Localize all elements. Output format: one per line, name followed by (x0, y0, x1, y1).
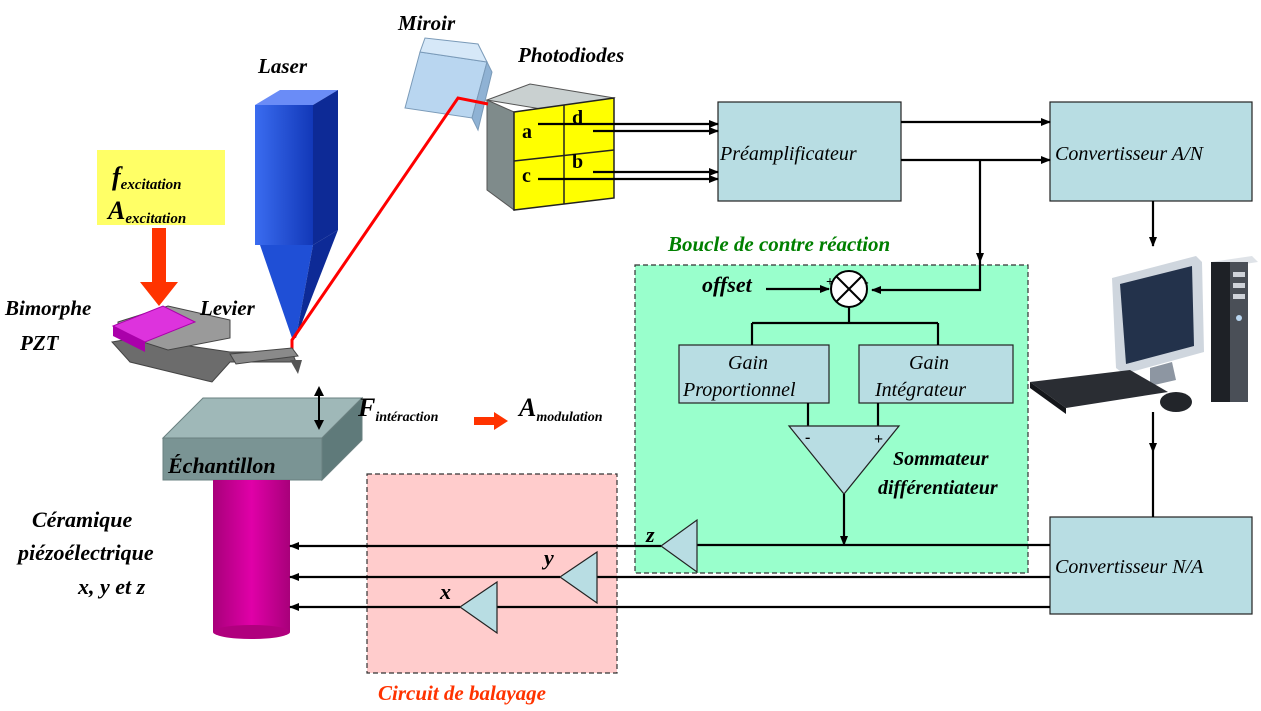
levier-label: Levier (199, 296, 256, 320)
a-excitation: Aexcitation (106, 196, 186, 227)
summing-junction (830, 270, 868, 308)
diff-plus: + (874, 431, 883, 448)
gain-p-label-1: Gain (728, 352, 768, 374)
photodiodes-label: Photodiodes (517, 43, 624, 67)
gain-i-label-1: Gain (909, 352, 949, 374)
mirror-label: Miroir (397, 11, 456, 35)
preamp-block (717, 101, 902, 202)
echantillon-label: Échantillon (167, 453, 276, 478)
piezo-ceramic (213, 480, 290, 632)
mirror (404, 37, 493, 132)
gain-p-label-2: Proportionnel (682, 379, 796, 401)
bimorphe-block (111, 305, 197, 343)
offset-label: offset (702, 272, 753, 297)
bimorphe-label: Bimorphe (4, 296, 91, 320)
laser (255, 90, 338, 338)
conv-an-label: Convertisseur A/N (1055, 143, 1205, 165)
pd-d-label: d (572, 107, 583, 129)
ceramique-label-1: Céramique (32, 507, 132, 532)
axis-x-label: x (439, 579, 451, 604)
cantilever-assembly (111, 305, 302, 383)
sum-plus: + (826, 275, 834, 290)
feedback-loop-title: Boucle de contre réaction (667, 232, 890, 256)
ceramique-label-3: x, y et z (77, 574, 146, 599)
sommateur-label-1: Sommateur (893, 448, 989, 470)
axis-z-label: z (645, 522, 655, 547)
excitation-arrow (140, 228, 178, 306)
scan-circuit-title: Circuit de balayage (378, 681, 546, 705)
pd-b-label: b (572, 151, 583, 173)
gain-i-label-2: Intégrateur (874, 379, 966, 401)
ceramique-label-2: piézoélectrique (16, 540, 154, 565)
amp-z (659, 518, 698, 574)
a-modulation: Amodulation (517, 393, 603, 425)
computer (1030, 256, 1258, 414)
preamp-label: Préamplificateur (719, 143, 857, 165)
photodiodes (485, 83, 616, 211)
f-interaction: Fintéraction (357, 393, 439, 425)
sommateur-label-2: différentiateur (878, 477, 998, 499)
gain-integrateur-block (858, 344, 1014, 404)
pd-c-label: c (522, 165, 531, 187)
feedback-loop-region (634, 264, 1029, 574)
conv-na-block (1049, 516, 1253, 615)
axis-y-label: y (541, 545, 554, 570)
amp-x (458, 580, 498, 635)
excitation-box (97, 150, 225, 225)
laser-label: Laser (257, 54, 308, 78)
interaction-arrow (474, 412, 508, 430)
f-excitation: fexcitation (112, 162, 182, 193)
amp-y (558, 550, 598, 605)
sommateur-differentiateur (787, 425, 901, 495)
conv-an-block (1049, 101, 1253, 202)
pzt-label: PZT (19, 331, 60, 355)
conv-na-label: Convertisseur N/A (1055, 556, 1204, 578)
sample (161, 396, 364, 482)
sum-minus: - (864, 275, 869, 290)
diff-minus: - (805, 429, 810, 446)
gain-proportionnel-block (678, 344, 830, 404)
pd-a-label: a (522, 121, 532, 143)
